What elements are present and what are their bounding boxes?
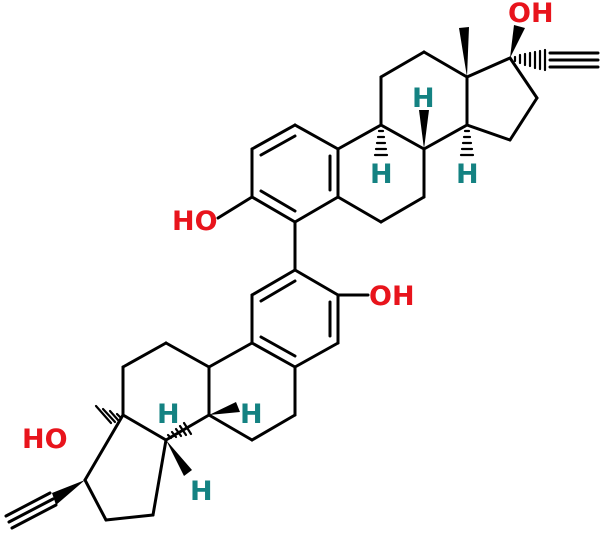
bond xyxy=(164,341,211,369)
hydroxyl-label-top: OH xyxy=(508,0,554,29)
bond xyxy=(250,413,297,442)
bond xyxy=(250,123,297,151)
bond xyxy=(336,195,383,224)
bond xyxy=(465,56,512,79)
bond xyxy=(216,195,254,220)
bond xyxy=(250,195,297,224)
h-wedge xyxy=(419,110,429,149)
bond xyxy=(508,96,539,142)
hydrogen-label: H xyxy=(370,159,393,190)
bond xyxy=(422,123,469,151)
h-wedge xyxy=(209,402,240,415)
bond xyxy=(83,413,125,482)
bond xyxy=(250,341,297,369)
bond xyxy=(465,123,512,142)
bond xyxy=(83,478,108,522)
hydroxyl-label-left: HO xyxy=(172,206,218,237)
ethynyl-hash xyxy=(513,48,547,72)
bond xyxy=(4,491,52,518)
bond xyxy=(10,503,58,530)
hydrogen-label: H xyxy=(157,399,180,430)
bond xyxy=(259,134,297,157)
bond xyxy=(250,268,297,297)
bond xyxy=(379,195,426,224)
bond xyxy=(259,279,297,303)
upper-steroid-bonds xyxy=(216,50,600,224)
bond xyxy=(7,497,55,524)
bond xyxy=(259,189,297,213)
bond xyxy=(293,268,340,297)
bond xyxy=(121,413,168,442)
methyl-wedge xyxy=(459,27,469,77)
bond xyxy=(336,123,383,151)
hydrogen-label: H xyxy=(456,159,479,190)
h-hash xyxy=(166,421,193,440)
bond xyxy=(422,50,469,79)
methyl-hash xyxy=(94,404,123,425)
h-wedge xyxy=(166,440,192,476)
bond xyxy=(259,335,297,358)
bond xyxy=(293,195,340,224)
bond xyxy=(121,341,168,369)
hydroxyl-label-mid: OH xyxy=(369,281,415,312)
bond xyxy=(151,438,168,517)
hydroxyl-label-bottom: HO xyxy=(22,424,68,455)
bond xyxy=(207,341,254,369)
bond xyxy=(207,413,254,442)
bond xyxy=(293,123,340,151)
bond xyxy=(379,123,426,151)
hydrogen-label: H xyxy=(240,399,263,430)
bond xyxy=(379,50,426,79)
oh-wedge xyxy=(510,25,525,58)
bond xyxy=(104,513,155,522)
hydrogen-label: H xyxy=(190,476,213,507)
lower-steroid-bonds xyxy=(4,268,370,530)
ethynyl-wedge xyxy=(52,480,85,505)
bond xyxy=(508,56,539,100)
h-hash xyxy=(373,129,389,157)
hydrogen-label: H xyxy=(412,83,435,114)
bond xyxy=(293,341,340,369)
h-hash xyxy=(459,129,475,157)
